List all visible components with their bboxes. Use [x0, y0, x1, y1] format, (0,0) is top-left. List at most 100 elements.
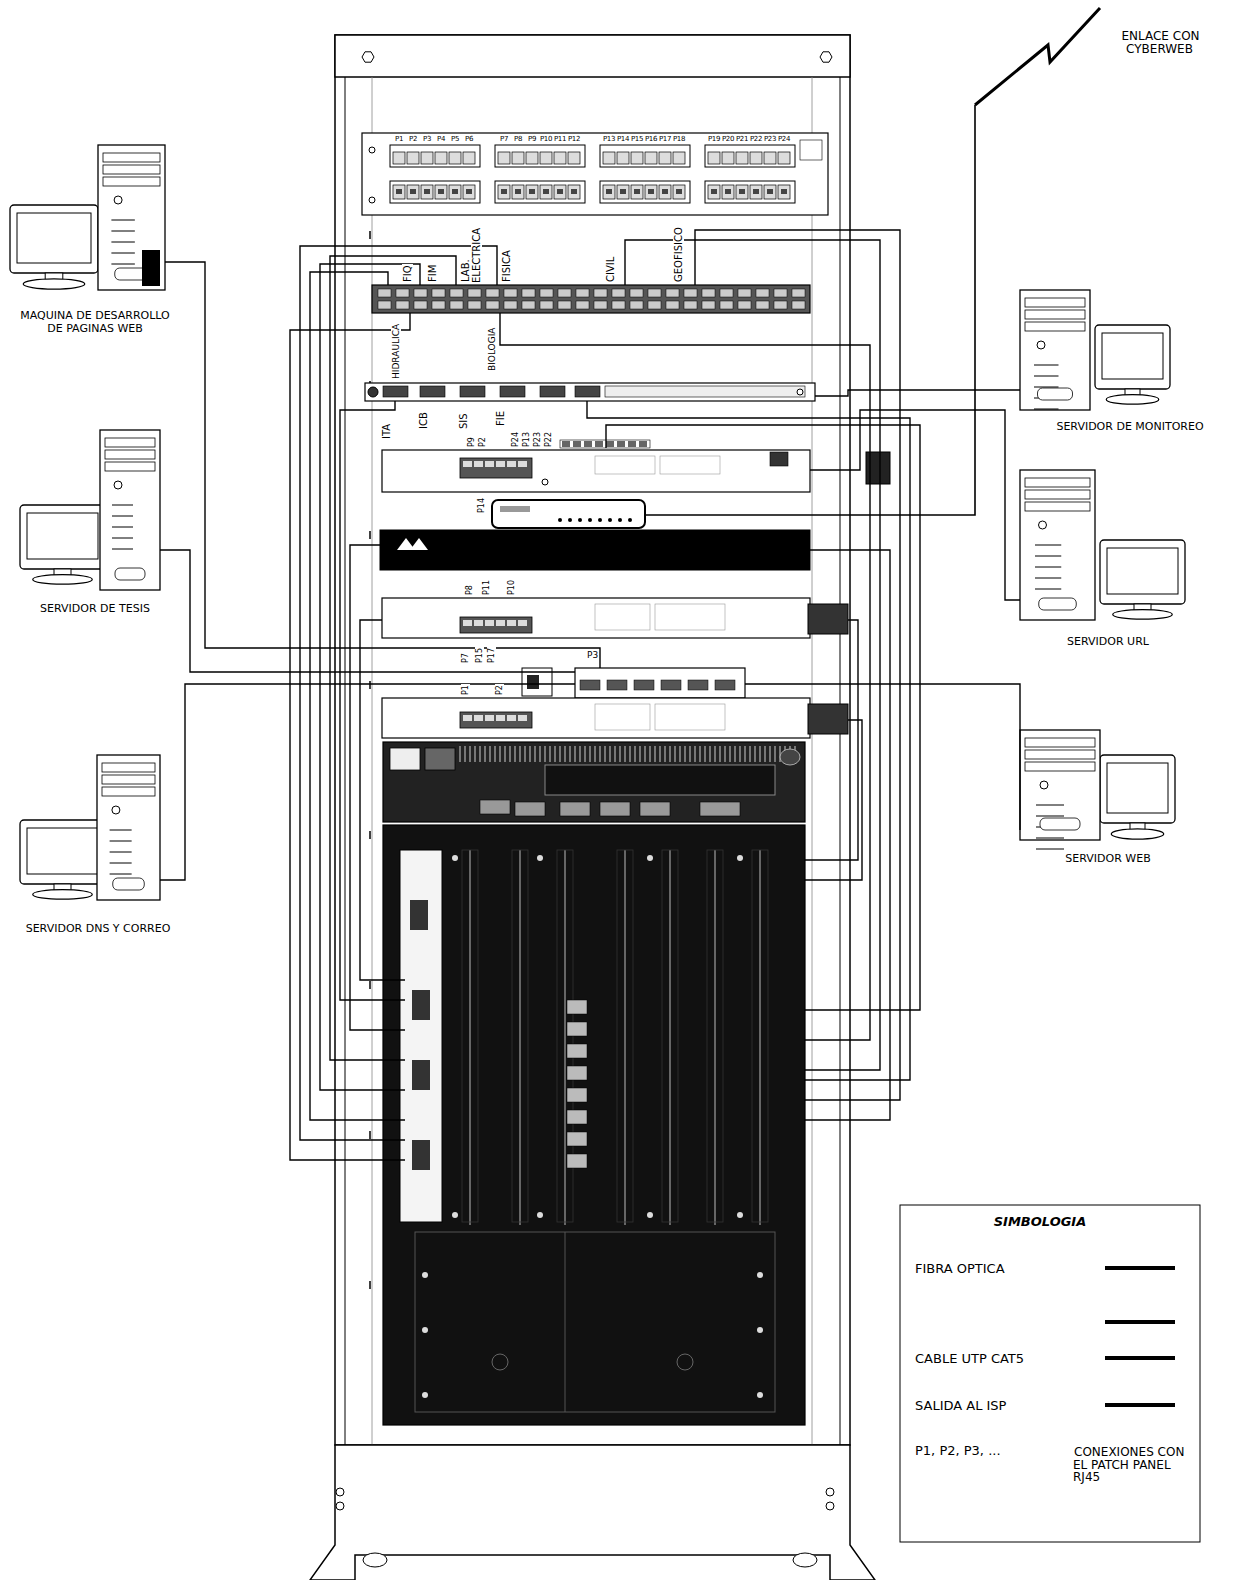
rj45-port: [435, 185, 447, 199]
fiber-port: [540, 289, 553, 297]
label-slot: FIE: [496, 410, 507, 427]
monitor-server-badge: [1038, 388, 1073, 400]
port-label: P23: [763, 135, 777, 143]
fiber-port: [558, 301, 571, 309]
card-component: [412, 1140, 430, 1170]
rj45-contact: [676, 189, 682, 194]
router-led: [598, 518, 602, 522]
dev-pc-panel: [142, 250, 160, 286]
dns-server-screen: [27, 828, 98, 874]
rj45-port: [603, 152, 615, 164]
card-component: [412, 1060, 430, 1090]
computer-node: SERVIDOR URL: [1013, 465, 1203, 648]
patch-panel: [362, 133, 828, 215]
cable: [745, 684, 1020, 830]
mini-hub: [575, 668, 745, 698]
monitor-server-bay: [1025, 310, 1085, 319]
rj45-port: [722, 152, 734, 164]
label-slot: P17: [488, 647, 496, 664]
url-server-screen: [1107, 548, 1178, 594]
label-slot: P21: [735, 136, 749, 143]
computer-label: SERVIDOR URL: [1065, 635, 1151, 648]
switch-port: [507, 620, 516, 626]
fiber-port: [702, 289, 715, 297]
card-component: [410, 900, 428, 930]
port-label: P17: [658, 135, 672, 143]
label-slot: BIOLOGIA: [488, 327, 497, 372]
rj45-port: [568, 152, 580, 164]
thesis-server-screen: [27, 513, 98, 559]
base-hole: [336, 1502, 344, 1510]
chassis-vent: [755, 746, 756, 762]
tray-slot: [605, 386, 805, 397]
fiber-port: [378, 301, 391, 309]
computer-label: SERVIDOR DNS Y CORREO: [24, 922, 173, 935]
card-slot: [714, 850, 716, 1225]
url-server-bay: [1025, 502, 1090, 511]
thesis-server-slot: [112, 527, 133, 528]
thesis-server-badge: [115, 568, 145, 580]
line-card: [512, 850, 528, 1222]
chassis-vent: [645, 746, 646, 762]
faculty-label: FIE: [495, 410, 506, 427]
switch-ports: [460, 712, 532, 728]
chassis-vent: [585, 746, 586, 762]
label-slot: LAB. ELECTRICA: [461, 217, 482, 283]
label-slot: P8: [466, 584, 474, 596]
tray-port: [460, 386, 485, 397]
cable: [810, 410, 1020, 600]
fiber-port: [468, 301, 481, 309]
switch-port: [474, 461, 483, 467]
cable: [695, 230, 900, 1100]
port-label: P22: [544, 431, 553, 448]
chassis-vent: [520, 746, 521, 762]
cable: [805, 720, 862, 880]
port-group: [495, 145, 585, 167]
label-slot: P15: [476, 647, 484, 664]
cable: [805, 620, 858, 860]
fiber-port: [648, 301, 661, 309]
port-label: CONEXIONES CON EL PATCH PANEL RJ45: [1073, 1445, 1184, 1484]
cable: [300, 246, 497, 1140]
rj45-port: [463, 152, 475, 164]
fiber-port: [792, 301, 805, 309]
chassis-vent: [555, 746, 556, 762]
cable: [606, 425, 920, 1010]
label-slot: P7: [462, 652, 470, 664]
port-group: [705, 145, 795, 167]
tray-knob: [368, 387, 378, 397]
url-server-slot: [1035, 589, 1061, 590]
rack-hole-mark: [369, 831, 371, 839]
line-card: [707, 850, 723, 1222]
fiber-port: [738, 289, 751, 297]
chassis-vent: [495, 746, 496, 762]
chassis-module: [545, 765, 775, 795]
url-server-base: [1113, 610, 1173, 620]
computer-node: SERVIDOR WEB: [1013, 725, 1203, 865]
router-chassis: [383, 742, 805, 822]
web-server-bay: [1025, 738, 1095, 747]
panel-badge: [800, 140, 822, 160]
switch-leds: [595, 456, 655, 474]
label-slot: P16: [644, 136, 658, 143]
chassis-vent: [660, 746, 661, 762]
chassis-vent: [615, 746, 616, 762]
port-label: P21: [735, 135, 749, 143]
monitor-server-bay: [1025, 298, 1085, 307]
fiber-port: [378, 289, 391, 297]
port-label: P7: [499, 135, 509, 143]
fiber-port: [630, 289, 643, 297]
thesis-server-bay: [105, 450, 155, 459]
fiber-port: [432, 301, 445, 309]
card-screw: [737, 1212, 743, 1218]
switch-leds: [655, 704, 725, 730]
chassis-vent: [600, 746, 601, 762]
web-server-bay: [1025, 750, 1095, 759]
monitor-server-slot: [1034, 365, 1059, 366]
rj45-port: [659, 185, 671, 199]
chassis-vent: [535, 746, 536, 762]
card-port: [567, 1110, 587, 1124]
port-label: P2: [408, 135, 418, 143]
chassis-vent: [765, 746, 766, 762]
hub-port: [634, 680, 654, 690]
